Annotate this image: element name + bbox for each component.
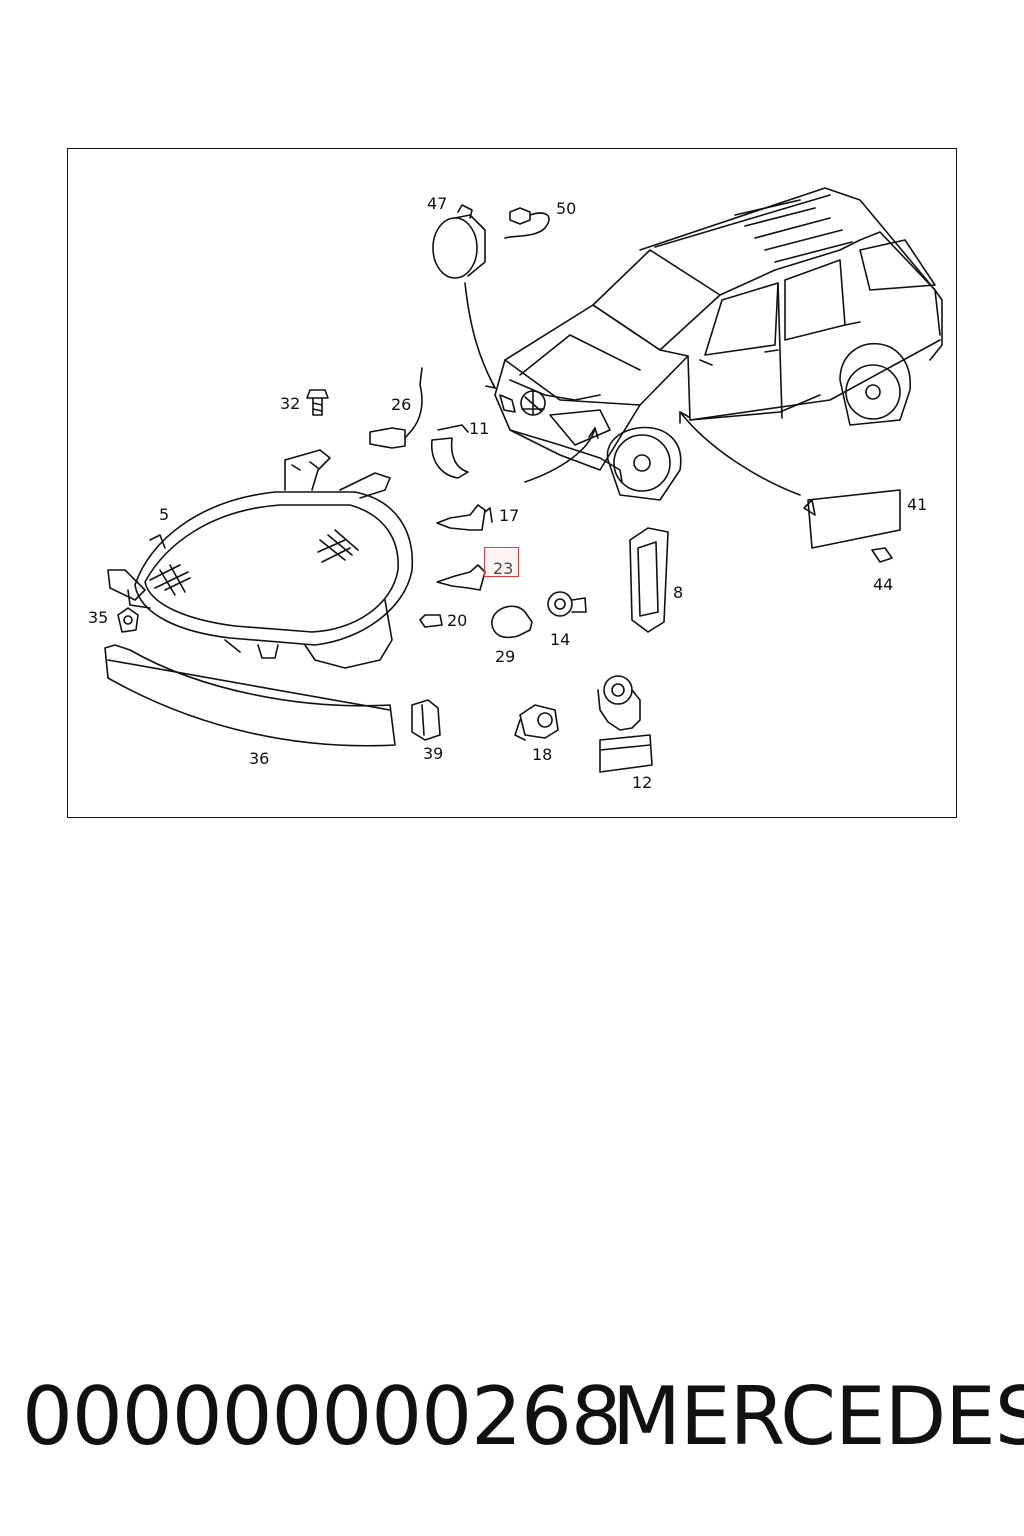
label-part-5[interactable]: 5 <box>159 505 170 524</box>
label-part-8[interactable]: 8 <box>673 583 684 602</box>
label-part-29[interactable]: 29 <box>495 647 516 666</box>
label-part-50[interactable]: 50 <box>556 199 577 218</box>
label-part-20[interactable]: 20 <box>447 611 468 630</box>
label-part-26[interactable]: 26 <box>391 395 412 414</box>
label-part-17[interactable]: 17 <box>499 506 520 525</box>
highlight-box <box>484 547 519 577</box>
label-part-41[interactable]: 41 <box>907 495 928 514</box>
label-part-12[interactable]: 12 <box>632 773 653 792</box>
label-part-14[interactable]: 14 <box>550 630 571 649</box>
label-part-18[interactable]: 18 <box>532 745 553 764</box>
label-part-39[interactable]: 39 <box>423 744 444 763</box>
part-number: 000000000268 <box>22 1370 622 1463</box>
label-part-35[interactable]: 35 <box>88 608 109 627</box>
label-part-47[interactable]: 47 <box>427 194 448 213</box>
label-part-36[interactable]: 36 <box>249 749 270 768</box>
label-part-23[interactable]: 23 <box>493 559 514 578</box>
label-part-32[interactable]: 32 <box>280 394 301 413</box>
label-part-11[interactable]: 11 <box>469 419 490 438</box>
diagram-frame <box>67 148 957 818</box>
brand-name: MERCEDES <box>612 1370 1024 1463</box>
label-part-44[interactable]: 44 <box>873 575 894 594</box>
